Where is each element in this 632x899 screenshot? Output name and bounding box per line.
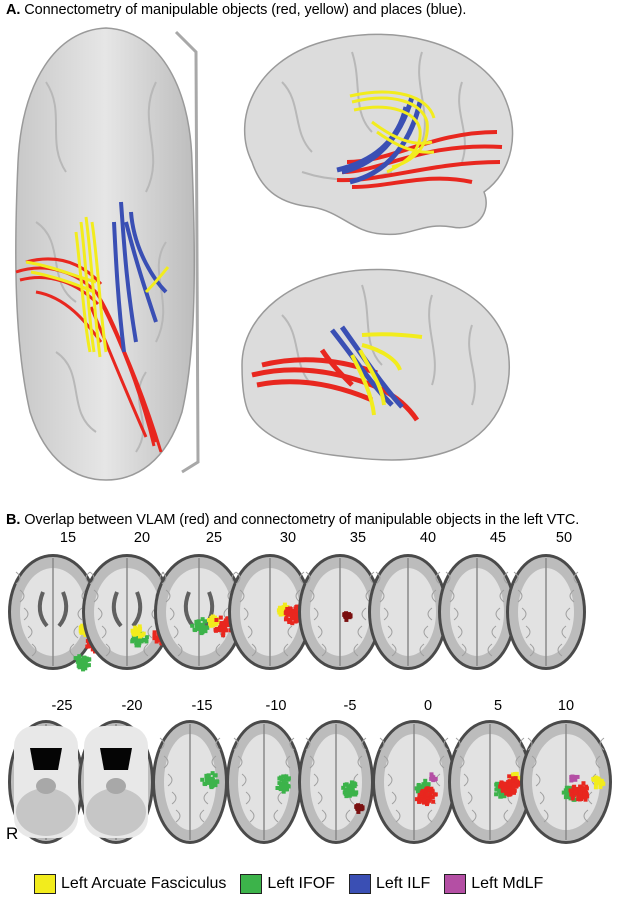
slice-label: 20 <box>133 530 151 546</box>
legend-label: Left IFOF <box>267 875 335 892</box>
axial-slice <box>368 554 448 670</box>
slice-label: 35 <box>349 530 367 546</box>
legend-swatch <box>349 874 371 894</box>
axial-slice <box>448 720 532 844</box>
brain-outline <box>241 268 510 461</box>
mdlf-overlay <box>429 772 438 783</box>
axial-slices-row-2: -25 -20 -15 -10 -5 0 5 10 <box>0 698 632 848</box>
ifof-overlay <box>190 617 210 636</box>
axial-slice <box>226 720 302 844</box>
vlam-overlay <box>414 786 438 807</box>
legend: Left Arcuate Fasciculus Left IFOF Left I… <box>34 872 632 896</box>
vlam-dark-overlay <box>342 611 353 622</box>
slice-label: -10 <box>265 698 287 714</box>
axial-slice <box>78 720 154 844</box>
axial-slice <box>520 720 612 844</box>
slice-label: 0 <box>423 698 433 714</box>
legend-label: Left MdLF <box>471 875 544 892</box>
axial-slice <box>228 554 312 670</box>
slice-label: 40 <box>419 530 437 546</box>
axial-slice <box>438 554 516 670</box>
slice-label: 5 <box>493 698 503 714</box>
tract-yellow <box>349 90 436 174</box>
ifof-overlay <box>341 780 359 799</box>
legend-item-ilf: Left ILF <box>349 874 430 894</box>
arcuate-overlay <box>130 624 146 639</box>
legend-item-arcuate: Left Arcuate Fasciculus <box>34 874 226 894</box>
vlam-dark-overlay <box>354 803 365 814</box>
brainstem-dark-region <box>30 748 62 770</box>
brainstem-dark-region <box>100 748 132 770</box>
vlam-overlay <box>498 774 522 797</box>
slice-label: -15 <box>191 698 213 714</box>
axial-slices-row-1: 15 20 25 30 35 40 45 50 <box>0 530 632 680</box>
ifof-overlay <box>73 654 92 672</box>
mdlf-overlay <box>569 774 580 783</box>
axial-slice <box>152 720 228 844</box>
slice-label: -5 <box>343 698 357 714</box>
legend-swatch <box>444 874 467 894</box>
arcuate-overlay <box>591 775 606 790</box>
panel-b-caption-text: Overlap between VLAM (red) and connectom… <box>20 512 580 528</box>
legend-swatch <box>240 874 263 894</box>
axial-slice <box>298 720 374 844</box>
panel-b-caption: B. Overlap between VLAM (red) and connec… <box>6 512 579 528</box>
legend-label: Left Arcuate Fasciculus <box>61 875 227 892</box>
tract-blue <box>112 201 168 353</box>
panel-a-caption-text: Connectometry of manipulable objects (re… <box>20 2 467 18</box>
slice-label: 15 <box>59 530 77 546</box>
legend-label: Left ILF <box>376 875 431 892</box>
slice-label: 45 <box>489 530 507 546</box>
tract-blue <box>336 96 423 185</box>
ifof-overlay <box>200 771 220 790</box>
axial-slice <box>506 554 586 670</box>
legend-swatch <box>34 874 56 894</box>
glass-brain-top-view <box>15 27 200 481</box>
legend-item-mdlf: Left MdLF <box>444 874 543 894</box>
slice-label: -20 <box>121 698 143 714</box>
legend-item-ifof: Left IFOF <box>240 874 335 894</box>
brain-outline <box>15 27 196 481</box>
vlam-overlay <box>568 781 590 802</box>
side-marker: R <box>6 824 19 843</box>
glass-brain-medial-view <box>241 268 510 461</box>
panel-b-letter: B. <box>6 512 21 528</box>
slice-label: 10 <box>557 698 575 714</box>
panel-a-caption: A. Connectometry of manipulable objects … <box>6 2 466 18</box>
axial-slice <box>298 554 382 670</box>
slice-label: 50 <box>555 530 573 546</box>
slice-label: -25 <box>51 698 73 714</box>
slice-label: 25 <box>205 530 223 546</box>
ifof-overlay <box>275 774 291 794</box>
axial-slice <box>154 554 244 670</box>
tract-red <box>251 348 420 422</box>
slice-label: 30 <box>279 530 297 546</box>
tract-yellow <box>350 332 423 416</box>
tract-yellow <box>25 216 170 358</box>
axial-slice <box>8 554 100 672</box>
panel-a-letter: A. <box>6 2 21 18</box>
axial-slice <box>372 720 456 844</box>
axial-slice <box>8 720 84 844</box>
glass-brain-lateral-view <box>244 33 514 236</box>
